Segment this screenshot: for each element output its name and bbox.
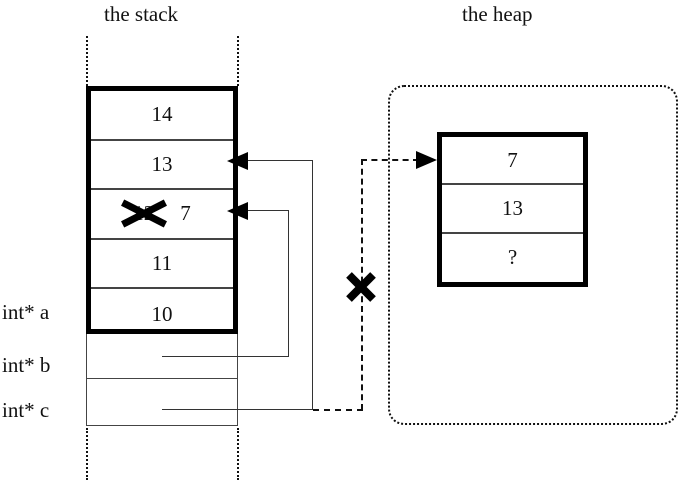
heap-cell-1-value: 13 — [502, 195, 523, 220]
stack-cell-2-old-value: 12 — [133, 200, 155, 225]
pointer-c-segment-vertical — [312, 160, 313, 410]
heap-title: the heap — [462, 2, 533, 26]
heap-block: 7 13 ? — [437, 132, 588, 287]
stack-cell-3-value: 11 — [151, 251, 173, 276]
stack-title: the stack — [104, 2, 179, 26]
stale-pointer-arrowhead — [416, 151, 437, 169]
stack-frame: 14 13 12 7 11 10 — [86, 86, 238, 334]
stack-cell-0-value: 14 — [151, 102, 173, 127]
heap-cell-2-value: ? — [507, 245, 518, 270]
stack-cell-4: 10 — [91, 289, 233, 339]
stack-cell-1-value: 13 — [151, 151, 173, 176]
stack-cell-2-value: 7 — [180, 201, 191, 226]
heap-region-boundary — [388, 85, 678, 425]
heap-cell-1: 13 — [442, 185, 583, 234]
stale-pointer-segment-horizontal-lower — [313, 409, 363, 411]
stack-cell-0: 14 — [91, 91, 233, 141]
pointer-b-segment-horizontal-lower — [162, 356, 289, 357]
pointer-c-segment-horizontal-lower — [162, 409, 313, 410]
pointer-cell-c — [86, 379, 238, 426]
x-cross-marker-icon — [344, 270, 378, 304]
label-int-pointer-b: int* b — [2, 353, 51, 377]
stack-guide-bottom-left — [86, 428, 88, 480]
label-int-pointer-a: int* a — [2, 300, 50, 324]
heap-cell-0: 7 — [442, 137, 583, 186]
stack-guide-bottom-right — [237, 428, 239, 480]
stack-guide-top-right — [237, 36, 239, 86]
pointer-b-segment-vertical — [288, 210, 289, 357]
stale-pointer-segment-horizontal-upper — [361, 159, 419, 161]
pointer-c-arrowhead — [227, 152, 248, 170]
pointer-c-segment-horizontal-upper — [246, 160, 313, 161]
heap-cell-2: ? — [442, 234, 583, 282]
stack-cell-2-old-wrap: 12 — [133, 200, 155, 225]
stack-cell-2: 12 7 — [91, 190, 233, 240]
stack-cell-1: 13 — [91, 141, 233, 191]
stack-cell-3: 11 — [91, 240, 233, 290]
pointer-b-arrowhead — [227, 202, 248, 220]
stack-guide-top-left — [86, 36, 88, 86]
stack-cell-4-value: 10 — [151, 301, 173, 326]
heap-cell-0-value: 7 — [507, 147, 518, 172]
pointer-b-segment-horizontal-upper — [246, 210, 289, 211]
label-int-pointer-c: int* c — [2, 398, 50, 422]
